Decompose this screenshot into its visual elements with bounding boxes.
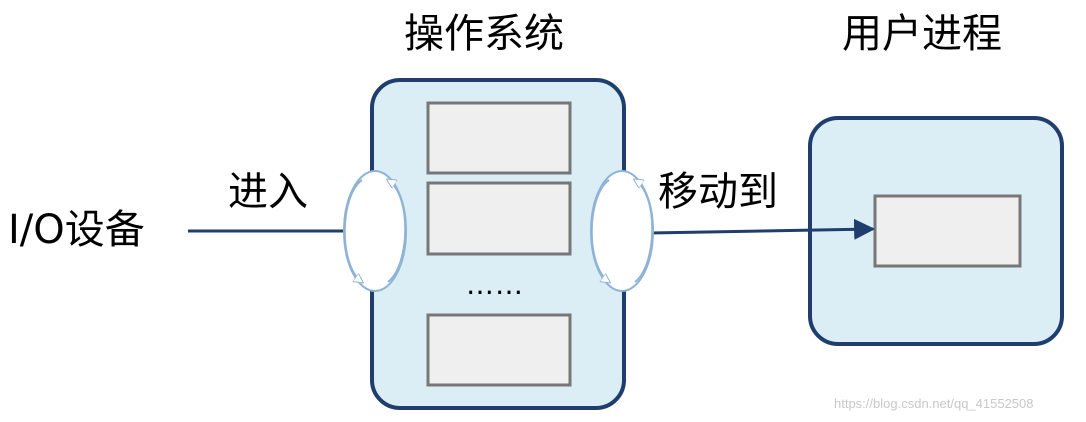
enter-label: 进入 bbox=[228, 169, 308, 215]
io-device-label: I/O设备 bbox=[8, 207, 145, 253]
move-cycle-icon bbox=[590, 170, 654, 292]
os-title: 操作系统 bbox=[404, 11, 564, 57]
move-to-label: 移动到 bbox=[658, 169, 778, 215]
enter-cycle-icon bbox=[343, 170, 407, 292]
os-buffer-last bbox=[426, 313, 572, 387]
user-buffer bbox=[873, 194, 1022, 268]
ellipsis-more-buffers: …… bbox=[466, 268, 524, 301]
os-to-user-arrow bbox=[649, 218, 876, 240]
watermark: https://blog.csdn.net/qq_41552508 bbox=[834, 396, 1034, 411]
user-process-title: 用户进程 bbox=[842, 11, 1002, 57]
os-buffer-1 bbox=[426, 101, 572, 175]
os-buffer-2 bbox=[426, 181, 572, 256]
